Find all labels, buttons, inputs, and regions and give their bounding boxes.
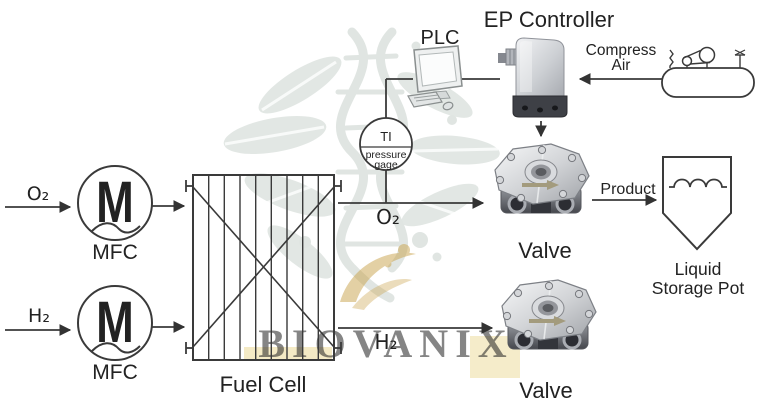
mfc-icon: M [77,165,153,241]
h2-stream-label: H₂ [374,330,397,354]
valve-bottom-label: Valve [519,378,572,403]
watermark-gold: BIOVANIX [244,244,520,378]
valve-icon [500,278,598,351]
mfc-bottom-label: MFC [92,361,138,384]
storage-pot-label-line1: Liquid [675,259,722,279]
fuel-cell-label: Fuel Cell [220,372,307,397]
compress-air-label-line1: Compress [586,42,657,59]
air-tank-icon [661,46,755,98]
storage-pot-icon [662,156,732,251]
gauge-type-line1: pressure [366,149,407,161]
fuel-cell-terminals [185,180,342,354]
pressure-gauge-icon: TI pressure gage [359,117,413,171]
mfc-top-label: MFC [92,241,138,264]
valve-top-label: Valve [518,238,571,263]
gauge-type-line2: gage [374,159,398,171]
ep-controller-label: EP Controller [484,7,614,32]
mfc-icon: M [77,285,153,361]
valve-icon [493,142,591,215]
fuel-cell-icon [185,174,342,361]
gauge-ti-label: TI [380,129,392,144]
o2-input-label: O₂ [27,183,50,205]
o2-stream-label: O₂ [376,205,400,229]
plc-label: PLC [421,27,460,49]
product-label: Product [600,181,656,198]
storage-pot-label-line2: Storage Pot [652,278,745,298]
ep-controller-icon [498,37,568,118]
plc-icon [407,45,463,111]
compress-air-label-line2: Air [612,57,631,74]
flow-lines [5,73,662,336]
h2-input-label: H₂ [28,305,50,327]
